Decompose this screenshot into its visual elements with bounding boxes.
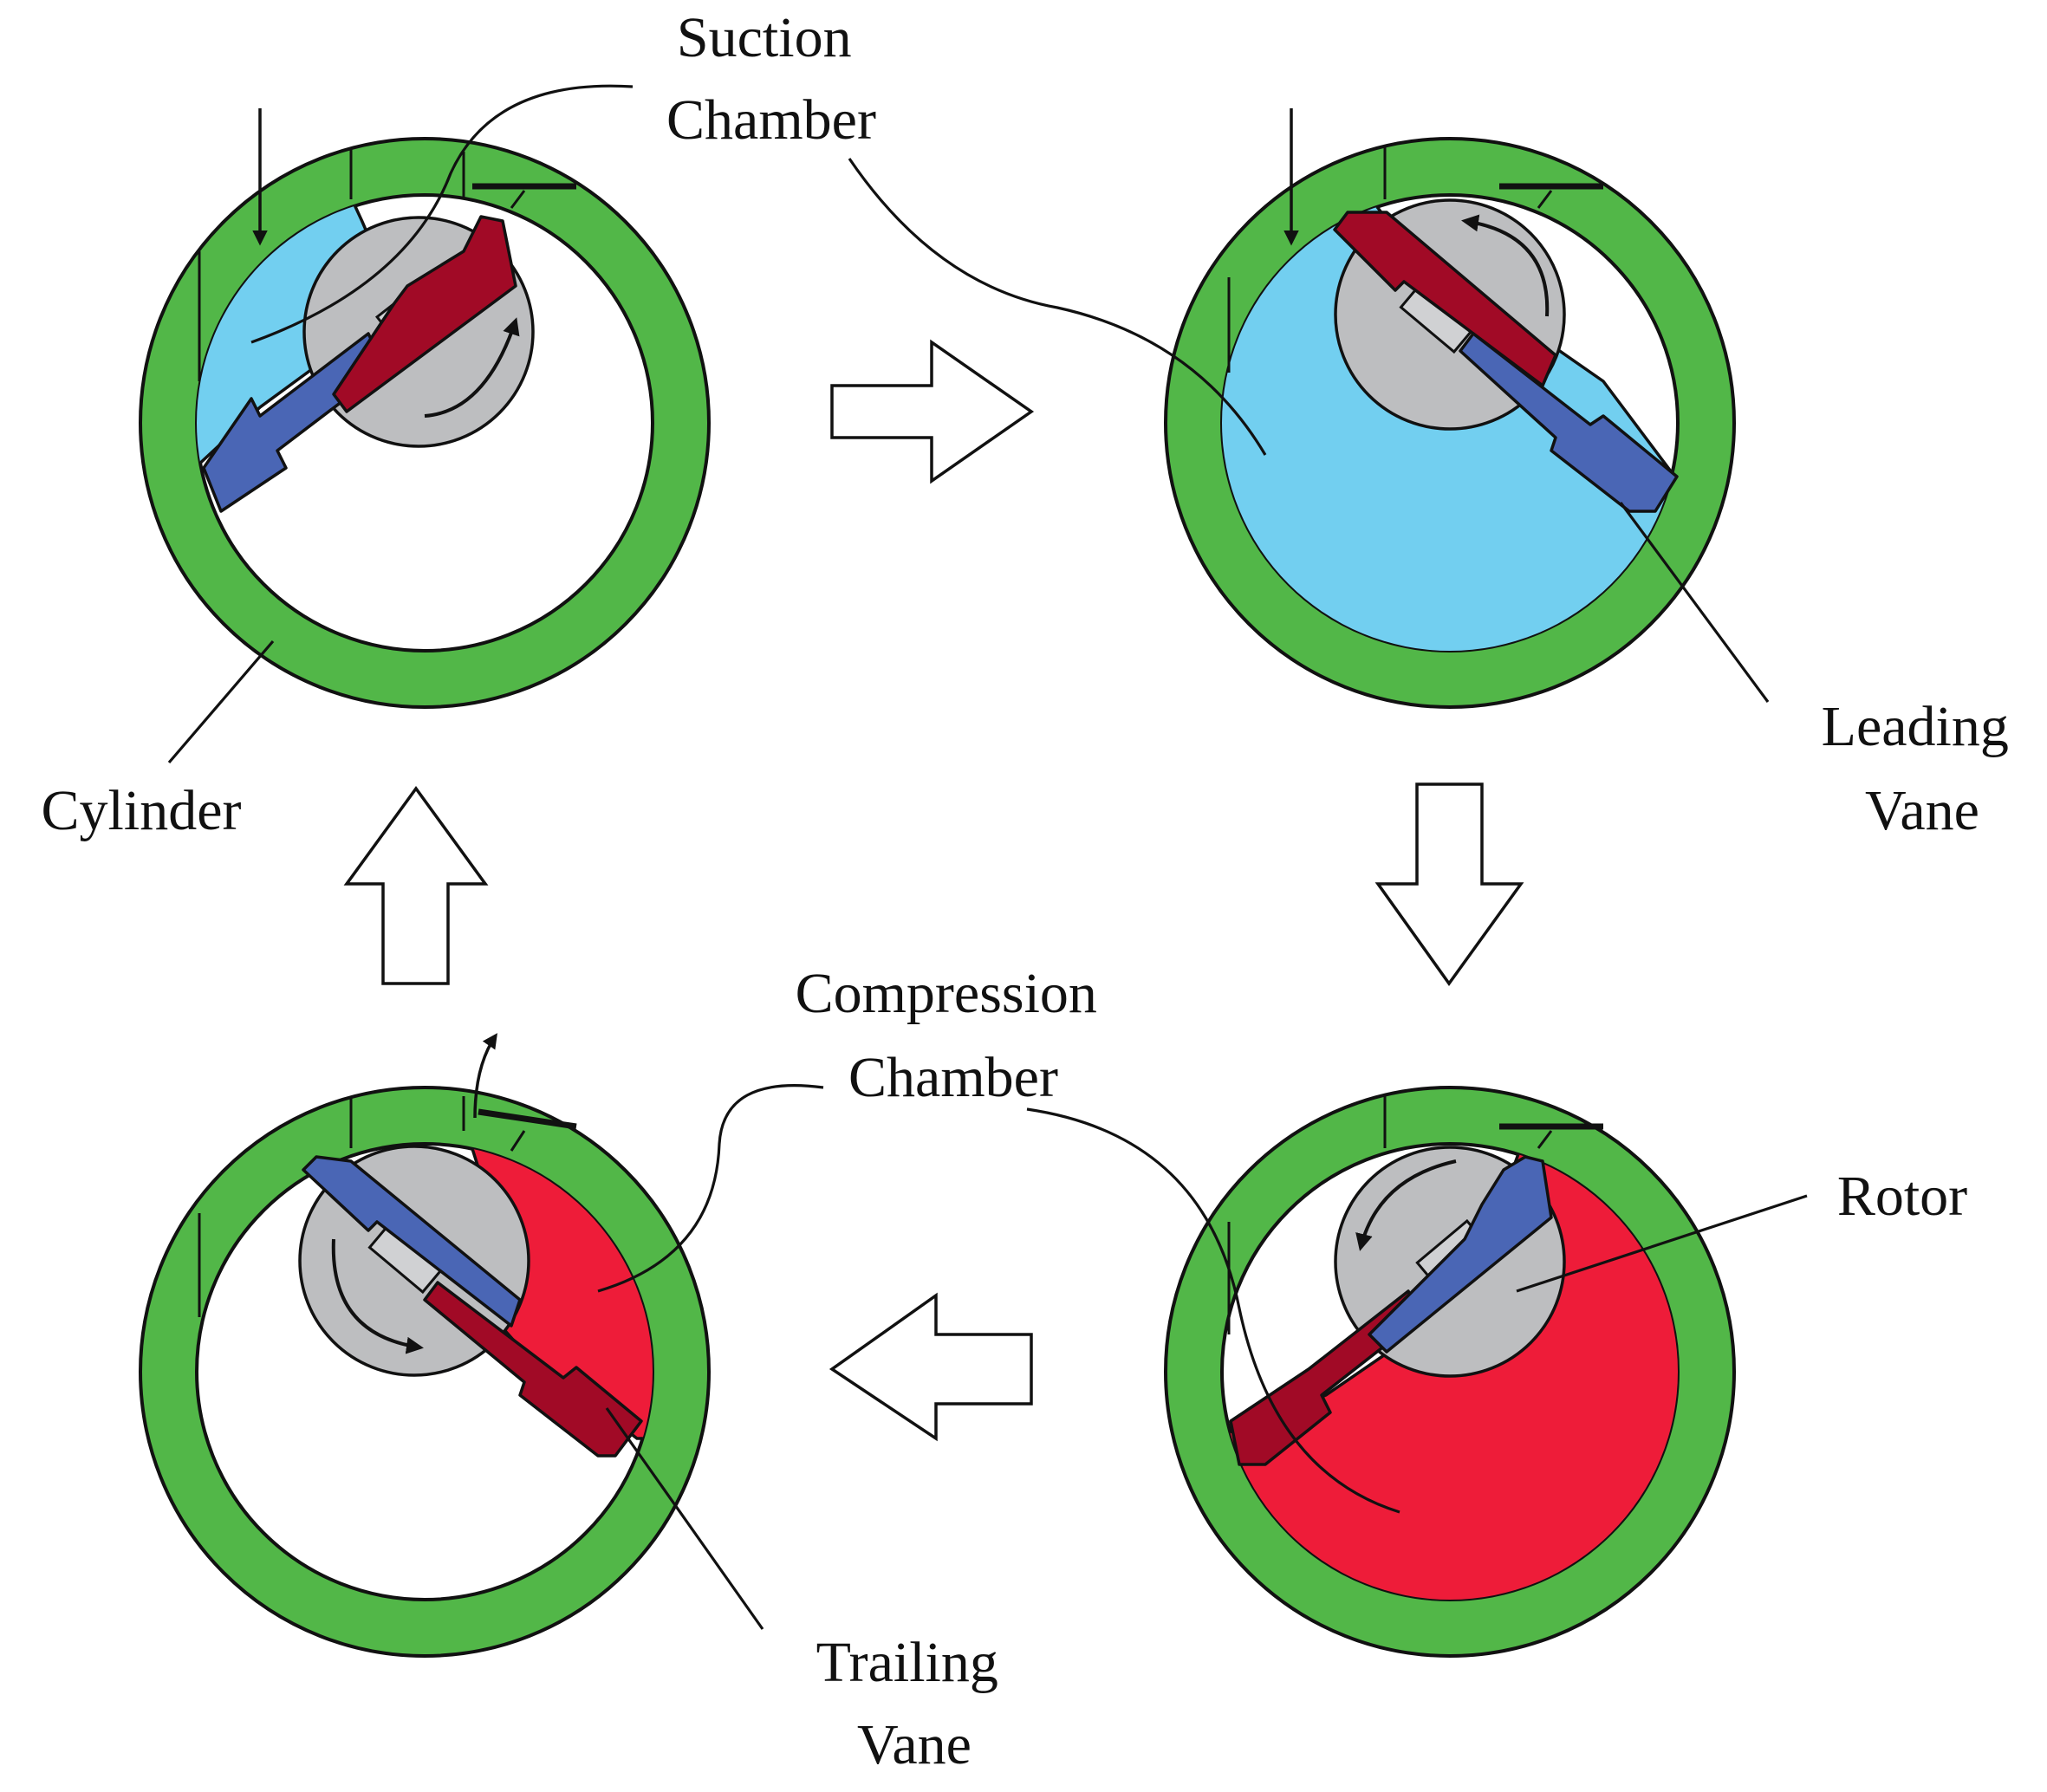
label-trailing-vane: Trailing Vane — [816, 1631, 1013, 1776]
leading-vane — [302, 1155, 522, 1328]
label-cylinder: Cylinder — [42, 779, 242, 842]
flow-arrow-down — [1374, 782, 1524, 987]
leading-vane — [1368, 1155, 1553, 1354]
stage-1-suction-start — [139, 108, 711, 709]
leading-vane — [1459, 332, 1679, 513]
discharge-valve-open — [478, 1108, 577, 1130]
rotation-arrow-counterclockwise — [1355, 1159, 1457, 1251]
valve-stop — [1537, 1130, 1553, 1149]
leader-trailing-vane — [605, 1407, 764, 1630]
leader-leading-vane — [1619, 502, 1770, 703]
label-suction-chamber: Suction Chamber — [666, 6, 876, 152]
rotation-arrow-counterclockwise — [1461, 214, 1550, 317]
stage-3-compression-start — [1164, 1086, 1736, 1658]
leader-compression-chamber-to-stage-3 — [1026, 1107, 1400, 1514]
label-rotor: Rotor — [1837, 1165, 1967, 1228]
valve-stop — [1537, 190, 1553, 209]
discharge-outlet-arrow — [473, 1033, 497, 1119]
valve-stop — [510, 190, 526, 209]
stage-2-suction-full — [1164, 108, 1736, 709]
leader-suction-chamber-to-stage-2 — [848, 158, 1267, 456]
rotation-arrow-clockwise — [331, 1238, 424, 1354]
leader-rotor — [1516, 1194, 1808, 1293]
flow-arrow-right — [830, 339, 1035, 484]
label-compression-chamber: Compression Chamber — [796, 962, 1112, 1109]
leader-suction-chamber-to-stage-1 — [250, 84, 634, 344]
trailing-vane — [332, 215, 517, 413]
rotation-arrow-clockwise — [424, 317, 520, 418]
stage-4-discharge — [139, 1033, 711, 1658]
label-leading-vane: Leading Vane — [1822, 695, 2024, 842]
trailing-vane — [1333, 211, 1557, 387]
valve-stop — [510, 1130, 526, 1152]
leader-cylinder — [167, 640, 275, 764]
leader-compression-chamber-to-stage-4 — [597, 1084, 824, 1293]
flow-arrow-left — [829, 1292, 1033, 1442]
flow-arrow-up — [343, 786, 489, 985]
